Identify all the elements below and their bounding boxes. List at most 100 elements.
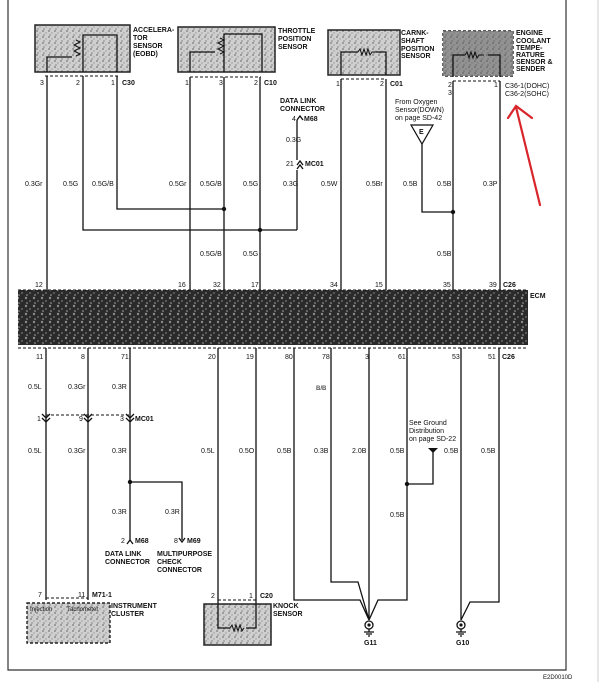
figure-code: E2D0010D — [543, 675, 573, 681]
multipurpose-check-connector: 8 M69 MULTIPURPOSE CHECK CONNECTOR — [157, 537, 212, 574]
diagram-label: C01 — [390, 81, 403, 88]
resistor-icon — [72, 39, 82, 57]
diagram-label: G10 — [456, 640, 469, 647]
diagram-label: 0.5B — [437, 251, 452, 258]
diagram-label: 80 — [285, 354, 293, 361]
diagram-label: 3 — [448, 90, 452, 97]
diagram-label: 7 — [38, 592, 42, 599]
diagram-label: 71 — [121, 354, 129, 361]
top-wires: 0.3Gr 0.5G 0.5G/B 0.5Gr 0.5G/B 0.5G 0.3G… — [25, 76, 501, 290]
crankshaft-position-sensor: CARNK- SHAFT POSITION SENSOR 1 2 C01 — [327, 29, 434, 88]
diagram-label: 17 — [251, 282, 259, 289]
diagram-label: 0.5B — [403, 181, 418, 188]
diagram-label: THROTTLE — [278, 28, 316, 35]
diagram-label: 0.5O — [239, 448, 255, 455]
diagram-label: COOLANT — [516, 38, 551, 45]
diagram-label: 0.3P — [483, 181, 498, 188]
diagram-label: SENSOR — [133, 43, 163, 50]
diagram-label: Distribution — [409, 428, 444, 435]
bottom-wires: 1 9 3 MC01 0.5L 0.3Gr 0.3R 0.5L 0.3Gr 0.… — [28, 348, 500, 621]
diagram-label: 0.5B — [437, 181, 452, 188]
diagram-label: M69 — [187, 538, 201, 545]
diagram-label: 0.5Gr — [169, 181, 187, 188]
diagram-label: 1 — [249, 593, 253, 600]
diagram-label: TOR — [133, 35, 148, 42]
diagram-label: 3 — [219, 80, 223, 87]
page-frame — [7, 0, 567, 671]
diagram-label: 9 — [79, 416, 83, 423]
diagram-label: DATA LINK — [105, 551, 141, 558]
resistor-icon — [229, 623, 245, 633]
diagram-label: 0.5G/B — [200, 251, 222, 258]
diagram-label: Tachometer — [67, 607, 98, 613]
diagram-label: 0.5G — [63, 181, 78, 188]
diagram-label: TEMPE- — [516, 45, 543, 52]
diagram-label: 0.5L — [28, 384, 42, 391]
instrument-cluster: 7 11 M71-1 Injection Tachometer INSTRUME… — [26, 592, 158, 644]
diagram-label: 0.5B — [481, 448, 496, 455]
diagram-label: 0.5B — [277, 448, 292, 455]
diagram-label: SENSOR — [278, 44, 308, 51]
diagram-label: ECM — [530, 293, 546, 300]
resistor-icon — [464, 50, 484, 60]
diagram-label: 0.5L — [201, 448, 215, 455]
diagram-label: 2 — [254, 80, 258, 87]
diagram-label: 2 — [76, 80, 80, 87]
diagram-label: 39 — [489, 282, 497, 289]
diagram-label: 8 — [174, 538, 178, 545]
diagram-label: on page SD-42 — [395, 115, 442, 122]
annotation-arrow-icon — [506, 104, 542, 207]
diagram-label: 0.5W — [321, 181, 338, 188]
reference-triangle-icon — [409, 124, 435, 146]
diagram-label: 32 — [213, 282, 221, 289]
diagram-label: C26 — [503, 282, 516, 289]
diagram-label: 16 — [178, 282, 186, 289]
diagram-label: on page SD-22 — [409, 436, 456, 443]
diagram-label: 1 — [494, 82, 498, 89]
diagram-label: CONNECTOR — [280, 106, 325, 113]
diagram-label: M68 — [135, 538, 149, 545]
diagram-label: 78 — [322, 354, 330, 361]
accelerator-sensor: ACCELERA- TOR SENSOR (EOBD) 3 2 1 C30 — [34, 24, 175, 87]
diagram-label: 3 — [40, 80, 44, 87]
diagram-label: 35 — [443, 282, 451, 289]
resistor-icon — [216, 37, 226, 55]
diagram-label: 2 — [448, 82, 452, 89]
diagram-label: 0.3R — [112, 384, 127, 391]
diagram-label: ACCELERA- — [133, 27, 175, 34]
diagram-label: 20 — [208, 354, 216, 361]
diagram-label: 51 — [488, 354, 496, 361]
diagram-label: 0.3Gr — [68, 448, 86, 455]
diagram-label: KNOCK — [273, 603, 299, 610]
diagram-label: 15 — [375, 282, 383, 289]
diagram-label: 53 — [452, 354, 460, 361]
diagram-label: 8 — [81, 354, 85, 361]
diagram-label: SHAFT — [401, 38, 425, 45]
diagram-label: C30 — [122, 80, 135, 87]
diagram-label: MULTIPURPOSE — [157, 551, 212, 558]
diagram-label: 0.3Gr — [25, 181, 43, 188]
diagram-label: 21 — [286, 161, 294, 168]
diagram-label: RATURE — [516, 52, 545, 59]
diagram-label: Injection — [30, 607, 52, 613]
diagram-label: 19 — [246, 354, 254, 361]
diagram-label: 34 — [330, 282, 338, 289]
diagram-label: 2 — [121, 538, 125, 545]
diagram-label: 0.5G/B — [200, 181, 222, 188]
diagram-label: 11 — [78, 592, 85, 599]
diagram-label: SENSOR & — [516, 59, 553, 66]
throttle-position-sensor: THROTTLE POSITION SENSOR 1 3 2 C10 — [177, 26, 316, 87]
diagram-label: 3 — [120, 416, 124, 423]
diagram-label: 0.3B — [314, 448, 329, 455]
diagram-label: G11 — [364, 640, 377, 647]
diagram-label: 1 — [37, 416, 41, 423]
diagram-label: B/B — [316, 386, 327, 392]
diagram-label: CONNECTOR — [157, 567, 202, 574]
diagram-label: SENSOR — [273, 611, 303, 618]
diagram-label: 0.3G — [283, 181, 298, 188]
diagram-label: 1 — [185, 80, 189, 87]
knock-sensor: 2 1 C20 KNOCK SENSOR — [203, 593, 303, 646]
diagram-label: C10 — [264, 80, 277, 87]
diagram-label: (EOBD) — [133, 51, 158, 58]
